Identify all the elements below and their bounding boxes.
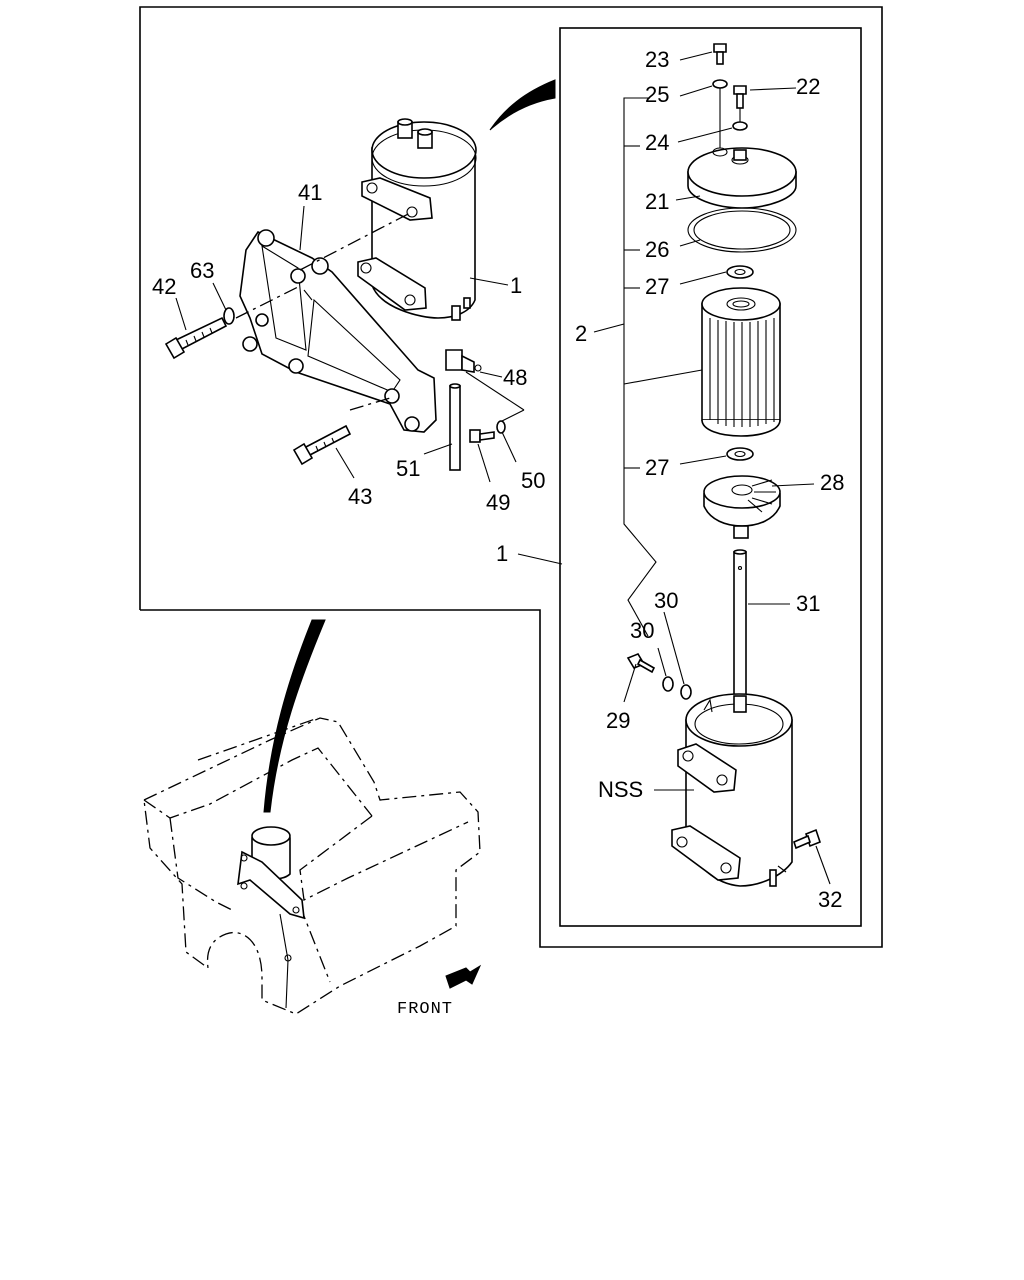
washer-25 [712,79,728,89]
callout-25: 25 [645,82,669,107]
front-label: FRONT [397,1000,453,1019]
callout-21: 21 [645,189,669,214]
callout-29: 29 [606,708,630,733]
bolt-42 [164,316,228,360]
bolt-29 [626,653,656,674]
pointer-arrow-upper [489,79,556,131]
callout-27-bottom: 27 [645,455,669,480]
callout-63: 63 [190,258,214,283]
bolt-43 [292,424,352,466]
callout-28: 28 [820,470,844,495]
filter-assembly-mounted [357,79,556,321]
engine-locator [143,619,482,1015]
callout-2: 2 [575,321,587,346]
callout-51: 51 [396,456,420,481]
washer-30a [662,676,674,692]
washer-63 [223,307,235,325]
washer-30b [680,684,692,700]
callout-41: 41 [298,180,322,205]
callout-27-top: 27 [645,274,669,299]
center-pipe-31 [733,549,747,701]
callout-32: 32 [818,887,842,912]
callout-24: 24 [645,130,669,155]
washer-24 [732,121,748,131]
oring-26 [687,207,797,253]
callout-31: 31 [796,591,820,616]
connector-48 [445,349,525,423]
callout-49: 49 [486,490,510,515]
callout-43: 43 [348,484,372,509]
front-arrow-icon [445,964,482,989]
outer-frame [139,6,883,948]
bolt-49 [469,429,495,443]
callout-22: 22 [796,74,820,99]
washer-27-top [726,265,754,279]
bolt-32 [793,828,821,850]
pointer-arrow-lower [263,619,326,813]
pipe-51 [449,383,461,471]
seat-28 [703,475,781,539]
bolt-22 [733,85,747,109]
washer-27-bottom [726,447,754,461]
callout-48: 48 [503,365,527,390]
callout-1-left: 1 [510,273,522,298]
leaders-left [175,205,517,483]
bracket-41 [235,211,437,433]
callout-nss: NSS [598,777,643,802]
callout-1-right: 1 [496,541,508,566]
callout-50: 50 [521,468,545,493]
callout-30-a: 30 [654,588,678,613]
callout-30-b: 30 [630,618,654,643]
callout-26: 26 [645,237,669,262]
housing-nss [671,693,793,887]
washer-50 [496,420,506,434]
bolt-23 [713,43,727,65]
filter-element [701,287,781,437]
callout-23: 23 [645,47,669,72]
exploded-filter [517,43,831,887]
callout-42: 42 [152,274,176,299]
detail-frame [559,27,862,927]
cover-21 [687,147,797,209]
